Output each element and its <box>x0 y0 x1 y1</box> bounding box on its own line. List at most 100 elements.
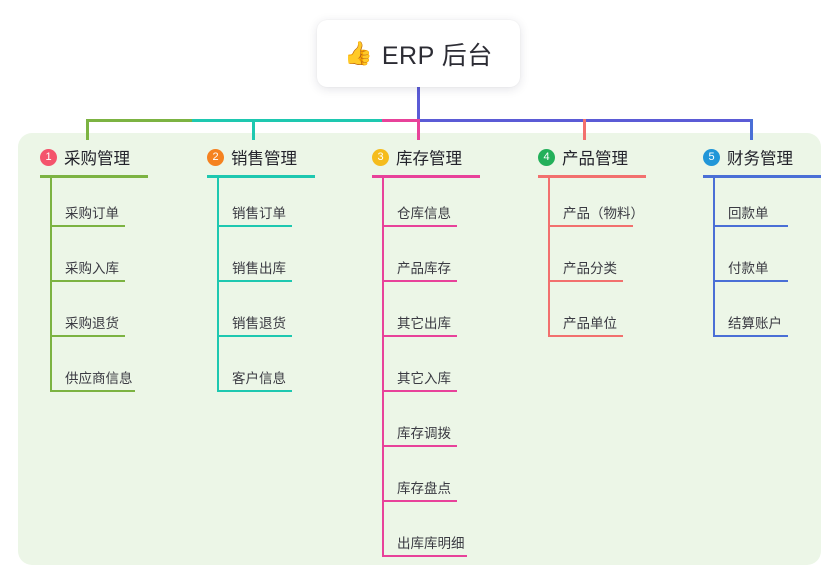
leaf-item[interactable]: 销售订单 <box>207 178 315 233</box>
branch-title: 库存管理 <box>396 150 462 168</box>
branch-underline <box>703 175 821 178</box>
branch-header-5[interactable]: 5 财务管理 <box>703 146 821 168</box>
branch-spine <box>713 178 715 337</box>
branch-spine <box>50 178 52 392</box>
branch-underline <box>40 175 148 178</box>
leaf-underline <box>217 335 292 337</box>
branch-column-3: 3 库存管理仓库信息产品库存其它出库其它入库库存调拨库存盘点出库库明细 <box>372 146 480 563</box>
leaf-underline <box>713 225 788 227</box>
branch-spine <box>382 178 384 557</box>
leaf-item[interactable]: 其它出库 <box>372 288 480 343</box>
leaf-item[interactable]: 销售出库 <box>207 233 315 288</box>
branch-title: 财务管理 <box>727 150 793 168</box>
leaf-label: 采购入库 <box>65 261 119 276</box>
leaf-underline <box>50 225 125 227</box>
leaf-label: 客户信息 <box>232 371 286 386</box>
leaf-item[interactable]: 产品库存 <box>372 233 480 288</box>
leaf-label: 采购订单 <box>65 206 119 221</box>
leaf-underline <box>50 280 125 282</box>
branch-column-5: 5 财务管理回款单付款单结算账户 <box>703 146 821 343</box>
leaf-item[interactable]: 产品（物料） <box>538 178 646 233</box>
branch-number-badge: 5 <box>703 148 720 166</box>
leaf-item[interactable]: 采购入库 <box>40 233 148 288</box>
leaf-label: 回款单 <box>728 206 769 221</box>
branch-header-4[interactable]: 4 产品管理 <box>538 146 646 168</box>
leaf-item[interactable]: 其它入库 <box>372 343 480 398</box>
leaf-item[interactable]: 采购订单 <box>40 178 148 233</box>
branch-title: 产品管理 <box>562 150 628 168</box>
thumbs-up-icon: 👍 <box>344 40 373 66</box>
branch-number-badge: 3 <box>372 148 389 166</box>
leaf-list: 产品（物料） 产品分类产品单位 <box>538 178 646 343</box>
leaf-item[interactable]: 回款单 <box>703 178 821 233</box>
leaf-item[interactable]: 结算账户 <box>703 288 821 343</box>
leaf-item[interactable]: 付款单 <box>703 233 821 288</box>
branch-column-2: 2 销售管理销售订单销售出库销售退货客户信息 <box>207 146 315 398</box>
bus-segment-teal <box>192 119 382 122</box>
leaf-underline <box>382 335 457 337</box>
leaf-underline <box>548 280 623 282</box>
leaf-list: 采购订单采购入库采购退货供应商信息 <box>40 178 148 398</box>
leaf-item[interactable]: 产品单位 <box>538 288 646 343</box>
leaf-item[interactable]: 销售退货 <box>207 288 315 343</box>
branch-spine <box>217 178 219 392</box>
leaf-label: 其它入库 <box>397 371 451 386</box>
leaf-label: 库存调拨 <box>397 426 451 441</box>
branch-column-1: 1 采购管理采购订单采购入库采购退货供应商信息 <box>40 146 148 398</box>
leaf-item[interactable]: 供应商信息 <box>40 343 148 398</box>
leaf-item[interactable]: 库存盘点 <box>372 453 480 508</box>
branch-title: 采购管理 <box>64 150 130 168</box>
branch-number-badge: 4 <box>538 148 555 166</box>
branch-number-badge: 2 <box>207 148 224 166</box>
leaf-underline <box>382 445 457 447</box>
drop-line-1 <box>86 119 89 140</box>
drop-line-5 <box>750 119 753 140</box>
bus-segment-pink <box>382 119 418 122</box>
leaf-item[interactable]: 客户信息 <box>207 343 315 398</box>
drop-line-2 <box>252 119 255 140</box>
diagram-panel <box>18 133 821 565</box>
leaf-label: 供应商信息 <box>65 371 133 386</box>
branch-underline <box>207 175 315 178</box>
leaf-list: 仓库信息产品库存其它出库其它入库库存调拨库存盘点出库库明细 <box>372 178 480 563</box>
leaf-underline <box>382 280 457 282</box>
leaf-label: 产品分类 <box>563 261 617 276</box>
leaf-underline <box>548 335 623 337</box>
leaf-underline <box>382 555 467 557</box>
leaf-label: 销售出库 <box>232 261 286 276</box>
root-title: ERP 后台 <box>381 41 493 70</box>
branch-number-badge: 1 <box>40 148 57 166</box>
leaf-list: 销售订单销售出库销售退货客户信息 <box>207 178 315 398</box>
leaf-label: 库存盘点 <box>397 481 451 496</box>
leaf-underline <box>713 280 788 282</box>
leaf-underline <box>548 225 633 227</box>
branch-header-3[interactable]: 3 库存管理 <box>372 146 480 168</box>
leaf-label: 销售退货 <box>232 316 286 331</box>
leaf-label: 产品（物料） <box>563 206 644 221</box>
leaf-label: 产品库存 <box>397 261 451 276</box>
leaf-label: 结算账户 <box>728 316 782 331</box>
leaf-label: 销售订单 <box>232 206 286 221</box>
leaf-underline <box>382 500 457 502</box>
branch-title: 销售管理 <box>231 150 297 168</box>
leaf-label: 产品单位 <box>563 316 617 331</box>
leaf-label: 采购退货 <box>65 316 119 331</box>
leaf-list: 回款单付款单结算账户 <box>703 178 821 343</box>
leaf-item[interactable]: 库存调拨 <box>372 398 480 453</box>
leaf-item[interactable]: 采购退货 <box>40 288 148 343</box>
branch-header-1[interactable]: 1 采购管理 <box>40 146 148 168</box>
branch-header-2[interactable]: 2 销售管理 <box>207 146 315 168</box>
leaf-underline <box>382 225 457 227</box>
leaf-item[interactable]: 产品分类 <box>538 233 646 288</box>
branch-column-4: 4 产品管理产品（物料） 产品分类产品单位 <box>538 146 646 343</box>
leaf-underline <box>217 280 292 282</box>
leaf-underline <box>50 390 135 392</box>
bus-segment-green <box>86 119 192 122</box>
leaf-item[interactable]: 仓库信息 <box>372 178 480 233</box>
leaf-underline <box>50 335 125 337</box>
leaf-item[interactable]: 出库库明细 <box>372 508 480 563</box>
root-node[interactable]: 👍 ERP 后台 <box>317 20 520 87</box>
leaf-underline <box>217 225 292 227</box>
leaf-underline <box>217 390 292 392</box>
